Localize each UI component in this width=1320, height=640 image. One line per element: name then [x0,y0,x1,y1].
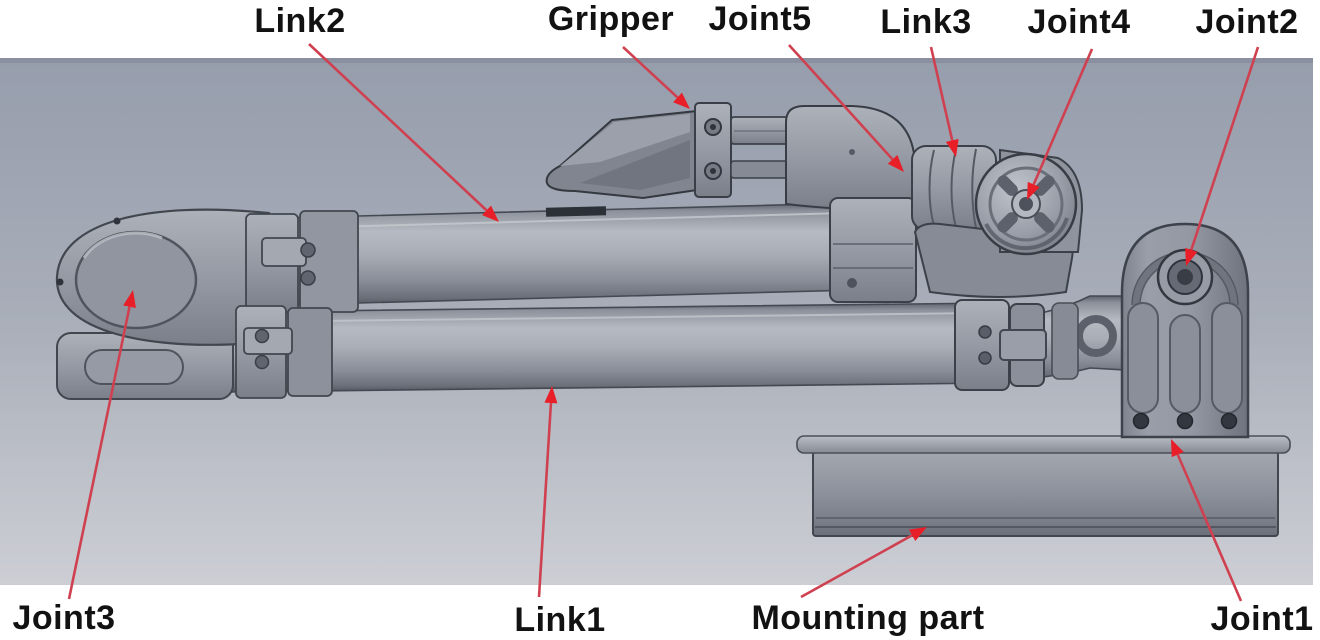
label-link3: Link3 [880,3,972,41]
mounting-part-shape [796,435,1291,537]
label-joint3: Joint3 [12,599,116,637]
label-link1: Link1 [514,601,606,639]
label-mounting-part: Mounting part [751,599,985,637]
link1-shape [227,299,1047,393]
arm-clamps-shape [235,210,359,399]
label-gripper: Gripper [547,0,675,38]
label-link2: Link2 [254,2,346,40]
label-joint5: Joint5 [708,0,812,38]
label-joint1: Joint1 [1210,600,1314,638]
base-tower-shape [1120,222,1250,439]
link2-shape [281,202,857,306]
label-joint2: Joint2 [1195,3,1299,41]
label-joint4: Joint4 [1027,3,1131,41]
